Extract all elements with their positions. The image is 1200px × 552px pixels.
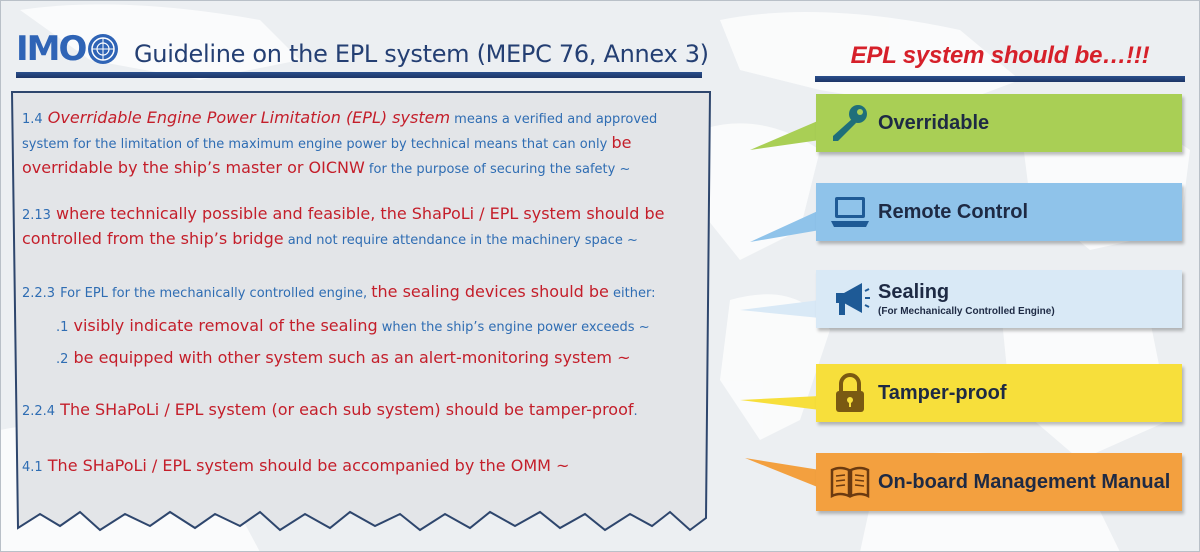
- clause-4-1: 4.1 The SHaPoLi / EPL system should be a…: [22, 454, 702, 479]
- clause-number: 2.2.4: [22, 404, 56, 419]
- tamper-proof-label: Tamper-proof: [878, 381, 1007, 404]
- clause-text: The SHaPoLi / EPL system should be accom…: [47, 456, 570, 475]
- clause-text: For EPL for the mechanically controlled …: [60, 286, 372, 301]
- guideline-panel-background: [10, 91, 712, 532]
- clause-number: .2: [56, 352, 69, 367]
- clause-text: and not require attendance in the machin…: [283, 233, 638, 248]
- clause-number: 1.4: [22, 112, 43, 127]
- right-heading: EPL system should be…!!!: [850, 42, 1150, 69]
- clause-number: 4.1: [22, 460, 43, 475]
- clause-2-2-3-item-1: .1 visibly indicate removal of the seali…: [56, 314, 702, 339]
- clause-text: for the purpose of securing the safety ~: [364, 162, 631, 177]
- remote-control-box: Remote Control: [816, 183, 1182, 241]
- clause-text: the sealing devices should be: [371, 282, 609, 301]
- megaphone-icon: [822, 270, 878, 328]
- overridable-box: Overridable: [816, 94, 1182, 152]
- guideline-text-panel: 1.4 Overridable Engine Power Limitation …: [22, 100, 702, 500]
- clause-2-2-3: 2.2.3 For EPL for the mechanically contr…: [22, 280, 702, 305]
- right-heading-underline: [815, 76, 1185, 82]
- title-underline: [16, 72, 702, 78]
- imo-logo-text: IMO: [16, 29, 87, 69]
- sealing-label: Sealing: [878, 281, 950, 303]
- sealing-box: Sealing (For Mechanically Controlled Eng…: [816, 270, 1182, 328]
- un-emblem-icon: [88, 34, 119, 64]
- clause-text: Overridable Engine Power Limitation (EPL…: [47, 108, 451, 127]
- laptop-icon: [822, 183, 878, 241]
- on-board-manual-box: On-board Management Manual: [816, 453, 1182, 511]
- clause-2-2-4: 2.2.4 The SHaPoLi / EPL system (or each …: [22, 398, 702, 423]
- clause-text: either:: [608, 286, 656, 301]
- clause-text: The SHaPoLi / EPL system (or each sub sy…: [60, 400, 634, 419]
- clause-text: when the ship’s engine power exceeds ~: [377, 320, 650, 335]
- page-title: Guideline on the EPL system (MEPC 76, An…: [134, 40, 709, 68]
- overridable-label: Overridable: [878, 111, 990, 134]
- clause-text: be overridable by the ship’s master or O…: [22, 133, 632, 177]
- clause-2-13: 2.13 where technically possible and feas…: [22, 202, 702, 252]
- imo-logo: IMO: [16, 29, 119, 69]
- clause-text: .: [633, 404, 638, 419]
- key-icon: [822, 94, 878, 152]
- tamper-proof-box: Tamper-proof: [816, 364, 1182, 422]
- clause-text: where technically possible and feasible,…: [22, 204, 665, 248]
- clause-text: visibly indicate removal of the sealing: [73, 316, 378, 335]
- clause-text: means a verified and approved system for…: [22, 112, 658, 152]
- clause-number: .1: [56, 320, 69, 335]
- clause-number: 2.13: [22, 208, 51, 223]
- remote-control-label: Remote Control: [878, 200, 1028, 223]
- sealing-label-group: Sealing (For Mechanically Controlled Eng…: [878, 281, 1055, 317]
- clause-text: be equipped with other system such as an…: [73, 348, 631, 367]
- sealing-sublabel: (For Mechanically Controlled Engine): [878, 306, 1055, 317]
- on-board-manual-label: On-board Management Manual: [878, 470, 1171, 493]
- book-icon: [822, 453, 878, 511]
- clause-1-4: 1.4 Overridable Engine Power Limitation …: [22, 106, 702, 181]
- clause-number: 2.2.3: [22, 286, 56, 301]
- clause-2-2-3-item-2: .2 be equipped with other system such as…: [56, 346, 702, 371]
- padlock-icon: [822, 364, 878, 422]
